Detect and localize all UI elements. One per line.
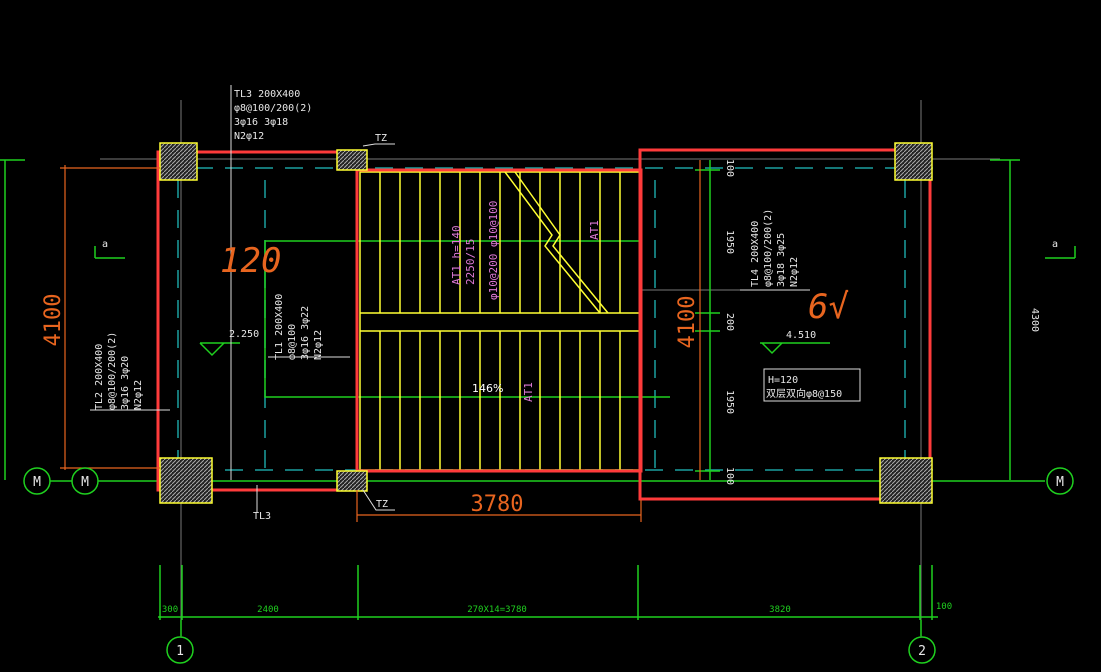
dim-right-height: 4100 <box>675 296 700 349</box>
axis-label-m-left: M <box>33 475 41 490</box>
columns <box>159 142 933 504</box>
svg-text:φ10@200 φ10@100: φ10@200 φ10@100 <box>487 201 500 300</box>
svg-text:AT1: AT1 <box>522 382 535 402</box>
svg-text:3φ16 3φ22: 3φ16 3φ22 <box>300 306 311 360</box>
column-tz-top: TZ <box>375 133 387 144</box>
dim-right-outer: 4300 <box>1029 308 1040 332</box>
svg-text:200: 200 <box>724 313 735 331</box>
handwritten-120: 120 <box>220 241 281 281</box>
slab-note: H=120 双层双向φ8@150 <box>763 368 861 402</box>
dim-left-height: 4100 <box>41 294 66 347</box>
axis-m-line <box>0 159 1076 482</box>
right-inner-dims: 100 1950 200 1950 100 <box>724 159 735 485</box>
level-right: 4.510 <box>786 330 816 341</box>
bottom-dimension <box>158 565 938 636</box>
svg-text:φ8@100: φ8@100 <box>287 324 298 360</box>
axis-bubble-m-left <box>23 467 51 495</box>
axis-label-m: M <box>81 475 89 490</box>
svg-text:270X14=3780: 270X14=3780 <box>467 605 527 615</box>
level-left: 2.250 <box>229 329 259 340</box>
svg-text:100: 100 <box>724 159 735 177</box>
axis-label-2: 2 <box>918 644 926 659</box>
beam-tl4: TL4 200X400 φ8@100/200(2) 3φ18 3φ25 N2φ1… <box>750 209 800 287</box>
svg-text:2400: 2400 <box>257 605 279 615</box>
svg-text:N2φ12: N2φ12 <box>789 257 800 287</box>
svg-text:H=120: H=120 <box>768 375 798 386</box>
svg-text:3φ16 3φ18: 3φ16 3φ18 <box>234 117 288 128</box>
svg-text:φ8@100/200(2): φ8@100/200(2) <box>234 103 312 114</box>
beam-tl1: TL1 200X400 φ8@100 3φ16 3φ22 N2φ12 <box>274 294 324 360</box>
svg-text:双层双向φ8@150: 双层双向φ8@150 <box>766 387 842 400</box>
svg-text:TL1 200X400: TL1 200X400 <box>274 294 285 360</box>
svg-text:AT1: AT1 <box>588 220 601 240</box>
orange-dimensions <box>60 160 701 522</box>
beam-tl2: TL2 200X400 φ8@100/200(2) 3φ16 3φ20 N2φ1… <box>94 332 144 410</box>
axis-label-1: 1 <box>176 644 184 659</box>
svg-text:TL4 200X400: TL4 200X400 <box>750 221 761 287</box>
section-mark-right: a <box>1052 239 1058 250</box>
beam-tl3-bottom: TL3 <box>253 511 271 522</box>
svg-text:TL2 200X400: TL2 200X400 <box>94 344 105 410</box>
dim-stair-width: 3780 <box>471 492 524 517</box>
centerlines <box>165 167 935 471</box>
stair-flights <box>359 171 641 471</box>
svg-text:N2φ12: N2φ12 <box>234 131 264 142</box>
svg-text:2250/15: 2250/15 <box>464 239 477 285</box>
axis-bubble-m-right <box>1046 467 1074 495</box>
axis-lines <box>100 100 1000 640</box>
svg-text:φ8@100/200(2): φ8@100/200(2) <box>763 209 774 287</box>
zoom-readout: 146% <box>472 382 504 395</box>
svg-text:AT1 h=140: AT1 h=140 <box>450 225 463 285</box>
svg-text:N2φ12: N2φ12 <box>133 380 144 410</box>
svg-text:300: 300 <box>162 605 178 615</box>
svg-text:1950: 1950 <box>724 230 735 254</box>
bottom-dimension-labels: 300 2400 270X14=3780 3820 100 <box>162 602 952 615</box>
section-mark-left: a <box>102 239 108 250</box>
svg-text:1950: 1950 <box>724 390 735 414</box>
beam-tl3: TL3 200X400 φ8@100/200(2) 3φ16 3φ18 N2φ1… <box>230 85 312 480</box>
svg-text:N2φ12: N2φ12 <box>313 330 324 360</box>
svg-text:φ8@100/200(2): φ8@100/200(2) <box>107 332 118 410</box>
svg-text:3φ18 3φ25: 3φ18 3φ25 <box>776 233 787 287</box>
stair-annotation: AT1 h=140 2250/15 φ10@200 φ10@100 AT1 AT… <box>450 201 601 402</box>
axis-bubble-m <box>71 467 99 495</box>
svg-text:100: 100 <box>724 467 735 485</box>
handwritten-mark: 6√ <box>808 287 849 327</box>
axis-bubble-1 <box>166 636 194 664</box>
axis-label-m-right: M <box>1056 475 1064 490</box>
svg-text:3820: 3820 <box>769 605 791 615</box>
svg-text:3φ16 3φ20: 3φ16 3φ20 <box>120 356 131 410</box>
svg-text:100: 100 <box>936 602 952 612</box>
svg-text:TL3 200X400: TL3 200X400 <box>234 89 300 100</box>
column-tz-bottom: TZ <box>376 499 388 510</box>
axis-bubble-2 <box>908 636 936 664</box>
